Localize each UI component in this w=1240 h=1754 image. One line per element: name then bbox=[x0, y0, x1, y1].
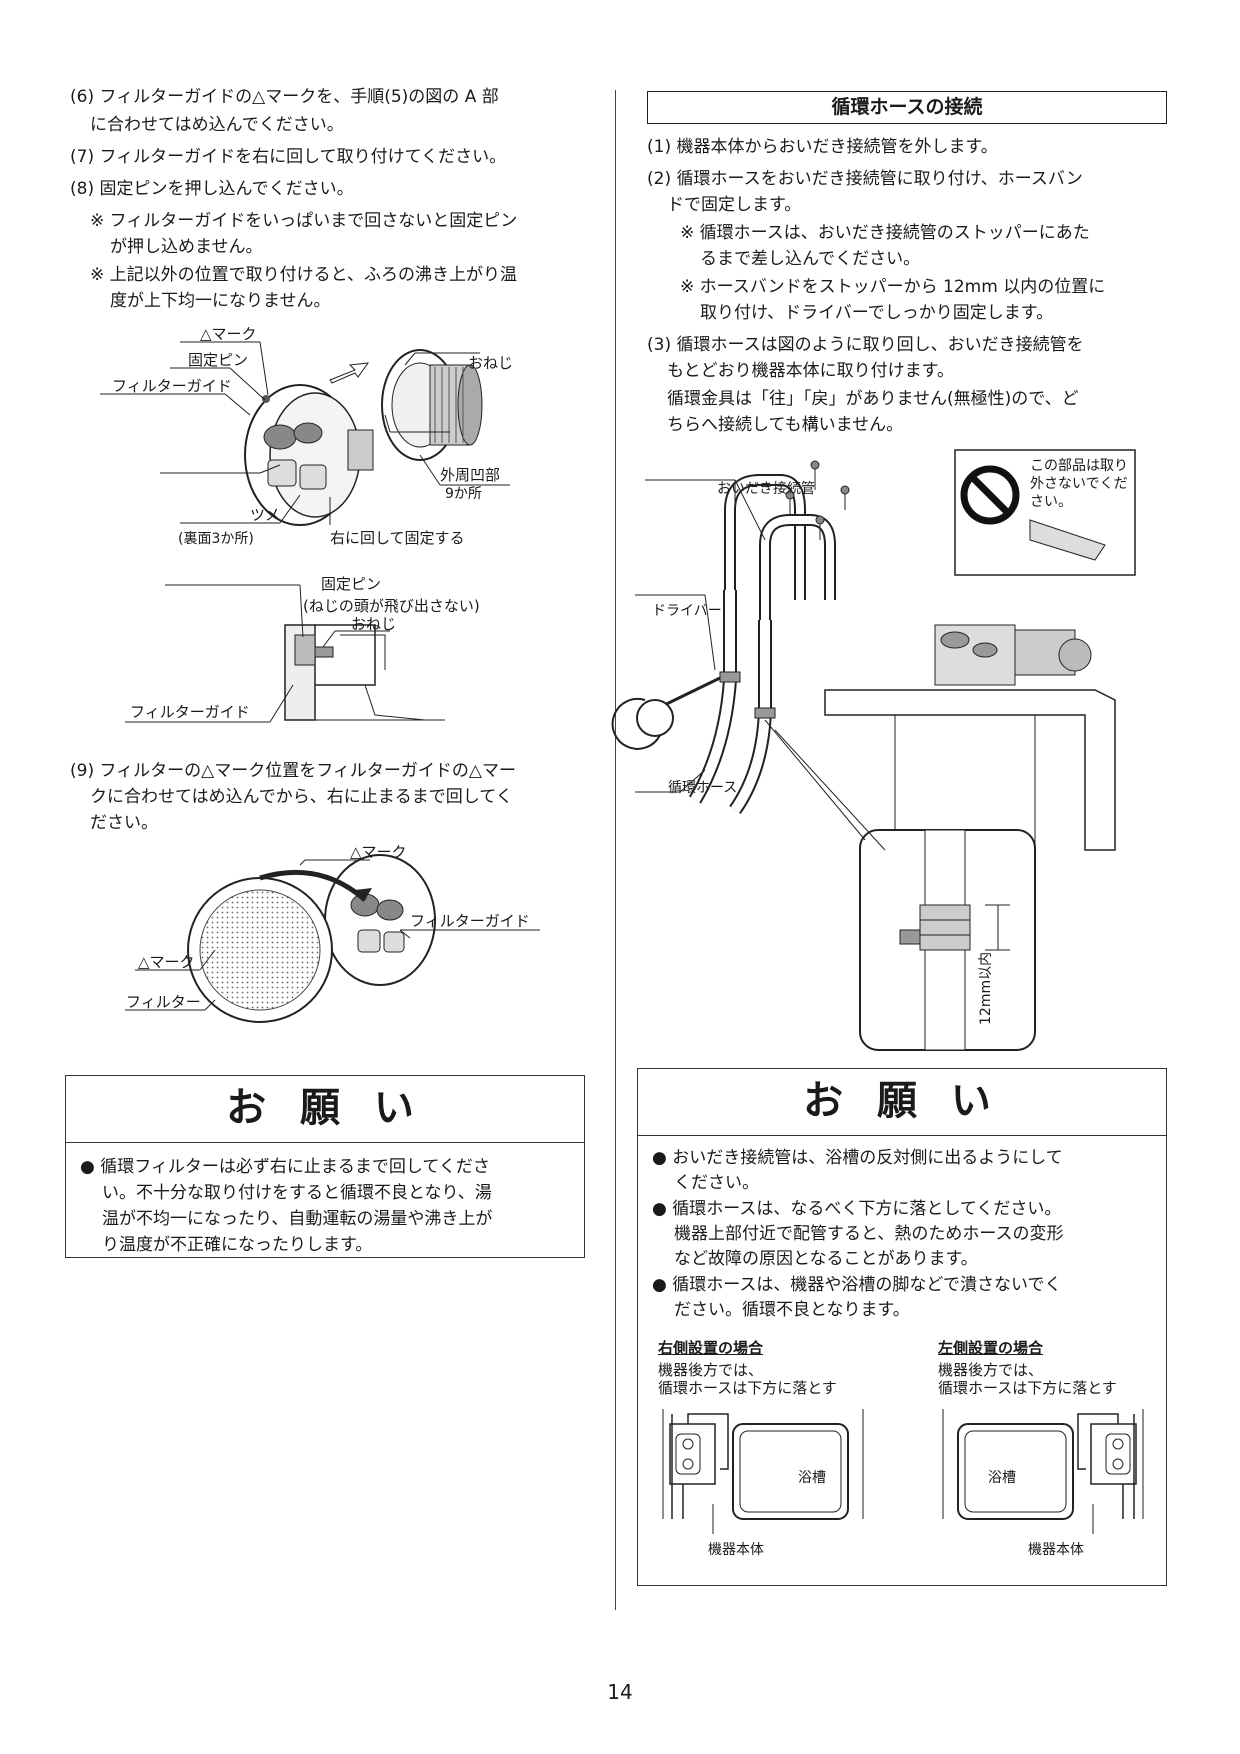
layout-right-desc-2: 循環ホースは下方に落とす bbox=[658, 1379, 837, 1397]
left-notice-line-4: り温度が不正確になったりします。 bbox=[102, 1235, 373, 1255]
layout-left-desc-2: 循環ホースは下方に落とす bbox=[938, 1379, 1117, 1397]
label-outer-recess: 外周凹部 bbox=[440, 466, 500, 484]
step-9-line-1: (9) フィルターの△マーク位置をフィルターガイドの△マー bbox=[70, 761, 516, 781]
label-fixing-pin-note: (ねじの頭が飛び出さない) bbox=[303, 597, 480, 615]
step-9-line-3: ださい。 bbox=[90, 813, 158, 833]
r-step-2-line-1: (2) 循環ホースをおいだき接続管に取り付け、ホースバン bbox=[647, 169, 1083, 189]
layout-left-bathtub: 浴槽 bbox=[988, 1470, 1016, 1486]
right-notice-line-5: など故障の原因となることがあります。 bbox=[674, 1249, 978, 1269]
label-turn-right: 右に回して固定する bbox=[330, 529, 465, 547]
step-8-note-1-line-1: ※ フィルターガイドをいっぱいまで回さないと固定ピン bbox=[90, 211, 518, 231]
label-claw-note: (裏面3か所) bbox=[178, 530, 254, 547]
r-step-3-line-2: もとどおり機器本体に取り付けます。 bbox=[667, 361, 954, 381]
step-6-line-1: (6) フィルターガイドの△マークを、手順(5)の図の A 部 bbox=[70, 87, 499, 107]
layout-left-title: 左側設置の場合 bbox=[938, 1339, 1044, 1357]
layout-right-title: 右側設置の場合 bbox=[658, 1339, 764, 1357]
r-step-2-note-2-line-1: ※ ホースバンドをストッパーから 12mm 以内の位置に bbox=[680, 277, 1106, 297]
page-number: 14 bbox=[607, 1680, 633, 1704]
r-step-3-line-4: ちらへ接続しても構いません。 bbox=[667, 415, 904, 435]
layout-left-desc-1: 機器後方では、 bbox=[938, 1361, 1044, 1379]
step-7: (7) フィルターガイドを右に回して取り付けてください。 bbox=[70, 147, 507, 167]
caution-line-3: さい。 bbox=[1030, 494, 1072, 510]
right-notice-box: お 願 い ● おいだき接続管は、浴槽の反対側に出るようにして ください。 ● … bbox=[637, 1068, 1167, 1586]
filter-guide-assembly-figure: △マーク 固定ピン フィルターガイド おねじ 外周凹部 9か所 ツメ (裏面3か… bbox=[100, 325, 513, 547]
left-notice-box: お 願 い ● 循環フィルターは必ず右に止まるまで回してくださ い。不十分な取り… bbox=[65, 1075, 585, 1258]
r-step-2-note-1-line-2: るまで差し込んでください。 bbox=[700, 249, 921, 269]
label-screwdriver: ドライバー bbox=[652, 603, 722, 619]
label-female-thread-2: おねじ bbox=[351, 615, 396, 633]
layout-right-desc-1: 機器後方では、 bbox=[658, 1361, 764, 1379]
layout-left-unit: 機器本体 bbox=[1028, 1542, 1084, 1558]
left-notice-title: お 願 い bbox=[66, 1076, 584, 1143]
layout-right-unit: 機器本体 bbox=[708, 1542, 764, 1558]
label-filter-guide-2: フィルターガイド bbox=[130, 703, 250, 721]
label-triangle-mark: △マーク bbox=[200, 325, 257, 343]
step-8-note-2-line-2: 度が上下均一になりません。 bbox=[110, 291, 331, 311]
filter-insertion-figure: △マーク フィルターガイド △マーク フィルター bbox=[125, 843, 540, 1023]
r-step-3-line-1: (3) 循環ホースは図のように取り回し、おいだき接続管を bbox=[647, 335, 1084, 355]
label-fixing-pin-2: 固定ピン bbox=[321, 575, 381, 593]
right-notice-line-7: ださい。循環不良となります。 bbox=[674, 1300, 910, 1320]
step-6-line-2: に合わせてはめ込んでください。 bbox=[90, 115, 344, 135]
label-outer-recess-count: 9か所 bbox=[445, 486, 482, 502]
left-notice-line-2: い。不十分な取り付けをすると循環不良となり、湯 bbox=[102, 1183, 492, 1203]
r-step-2-note-1-line-1: ※ 循環ホースは、おいだき接続管のストッパーにあた bbox=[680, 223, 1090, 243]
right-notice-line-4: 機器上部付近で配管すると、熱のためホースの変形 bbox=[674, 1224, 1064, 1244]
r-step-3-line-3: 循環金具は「往」「戻」がありません(無極性)ので、ど bbox=[667, 389, 1079, 409]
label-fixing-pin: 固定ピン bbox=[188, 351, 248, 369]
label-reheat-pipe: おいだき接続管 bbox=[717, 480, 815, 497]
label-filter-guide-3: フィルターガイド bbox=[410, 912, 530, 930]
right-notice-title: お 願 い bbox=[638, 1069, 1166, 1136]
label-filter-guide: フィルターガイド bbox=[112, 377, 232, 395]
step-8-note-2-line-1: ※ 上記以外の位置で取り付けると、ふろの沸き上がり温 bbox=[90, 265, 517, 285]
label-triangle-mark-left: △マーク bbox=[138, 953, 195, 971]
step-8-note-1-line-2: が押し込めません。 bbox=[110, 237, 263, 257]
r-step-2-line-2: ドで固定します。 bbox=[667, 195, 802, 215]
layout-right-bathtub: 浴槽 bbox=[798, 1470, 826, 1486]
label-claw: ツメ bbox=[250, 506, 280, 524]
right-notice-line-3: ● 循環ホースは、なるべく下方に落としてください。 bbox=[652, 1199, 1062, 1219]
caution-line-1: この部品は取り bbox=[1030, 458, 1128, 474]
right-notice-line-6: ● 循環ホースは、機器や浴槽の脚などで潰さないでく bbox=[652, 1275, 1062, 1295]
label-filter: フィルター bbox=[126, 993, 201, 1011]
section-heading: 循環ホースの接続 bbox=[647, 91, 1167, 124]
caution-line-2: 外さないでくだ bbox=[1030, 476, 1128, 492]
layout-right-diagram bbox=[662, 1409, 864, 1534]
layout-left-diagram bbox=[942, 1409, 1144, 1534]
hose-connection-figure: おいだき接続管 この部品は取り 外さないでくだ さい。 ドライバー 循環ホース … bbox=[611, 449, 1136, 1051]
r-step-2-note-2-line-2: 取り付け、ドライバーでしっかり固定します。 bbox=[700, 303, 1054, 323]
step-8: (8) 固定ピンを押し込んでください。 bbox=[70, 179, 354, 199]
label-triangle-mark-top: △マーク bbox=[350, 843, 407, 861]
fixing-pin-section-figure: 固定ピン (ねじの頭が飛び出さない) おねじ フィルターガイド bbox=[125, 575, 480, 723]
step-9-line-2: クに合わせてはめ込んでから、右に止まるまで回してく bbox=[90, 787, 513, 807]
label-female-thread: おねじ bbox=[468, 354, 513, 372]
left-notice-line-1: ● 循環フィルターは必ず右に止まるまで回してくださ bbox=[80, 1157, 490, 1177]
right-notice-line-1: ● おいだき接続管は、浴槽の反対側に出るようにして bbox=[652, 1148, 1063, 1168]
r-step-1: (1) 機器本体からおいだき接続管を外します。 bbox=[647, 137, 998, 157]
right-notice-line-2: ください。 bbox=[674, 1173, 759, 1193]
label-dimension: 12mm以内 bbox=[978, 952, 994, 1025]
left-notice-line-3: 温が不均一になったり、自動運転の湯量や沸き上が bbox=[102, 1209, 493, 1229]
column-divider bbox=[615, 90, 616, 1610]
label-hose: 循環ホース bbox=[668, 780, 737, 796]
